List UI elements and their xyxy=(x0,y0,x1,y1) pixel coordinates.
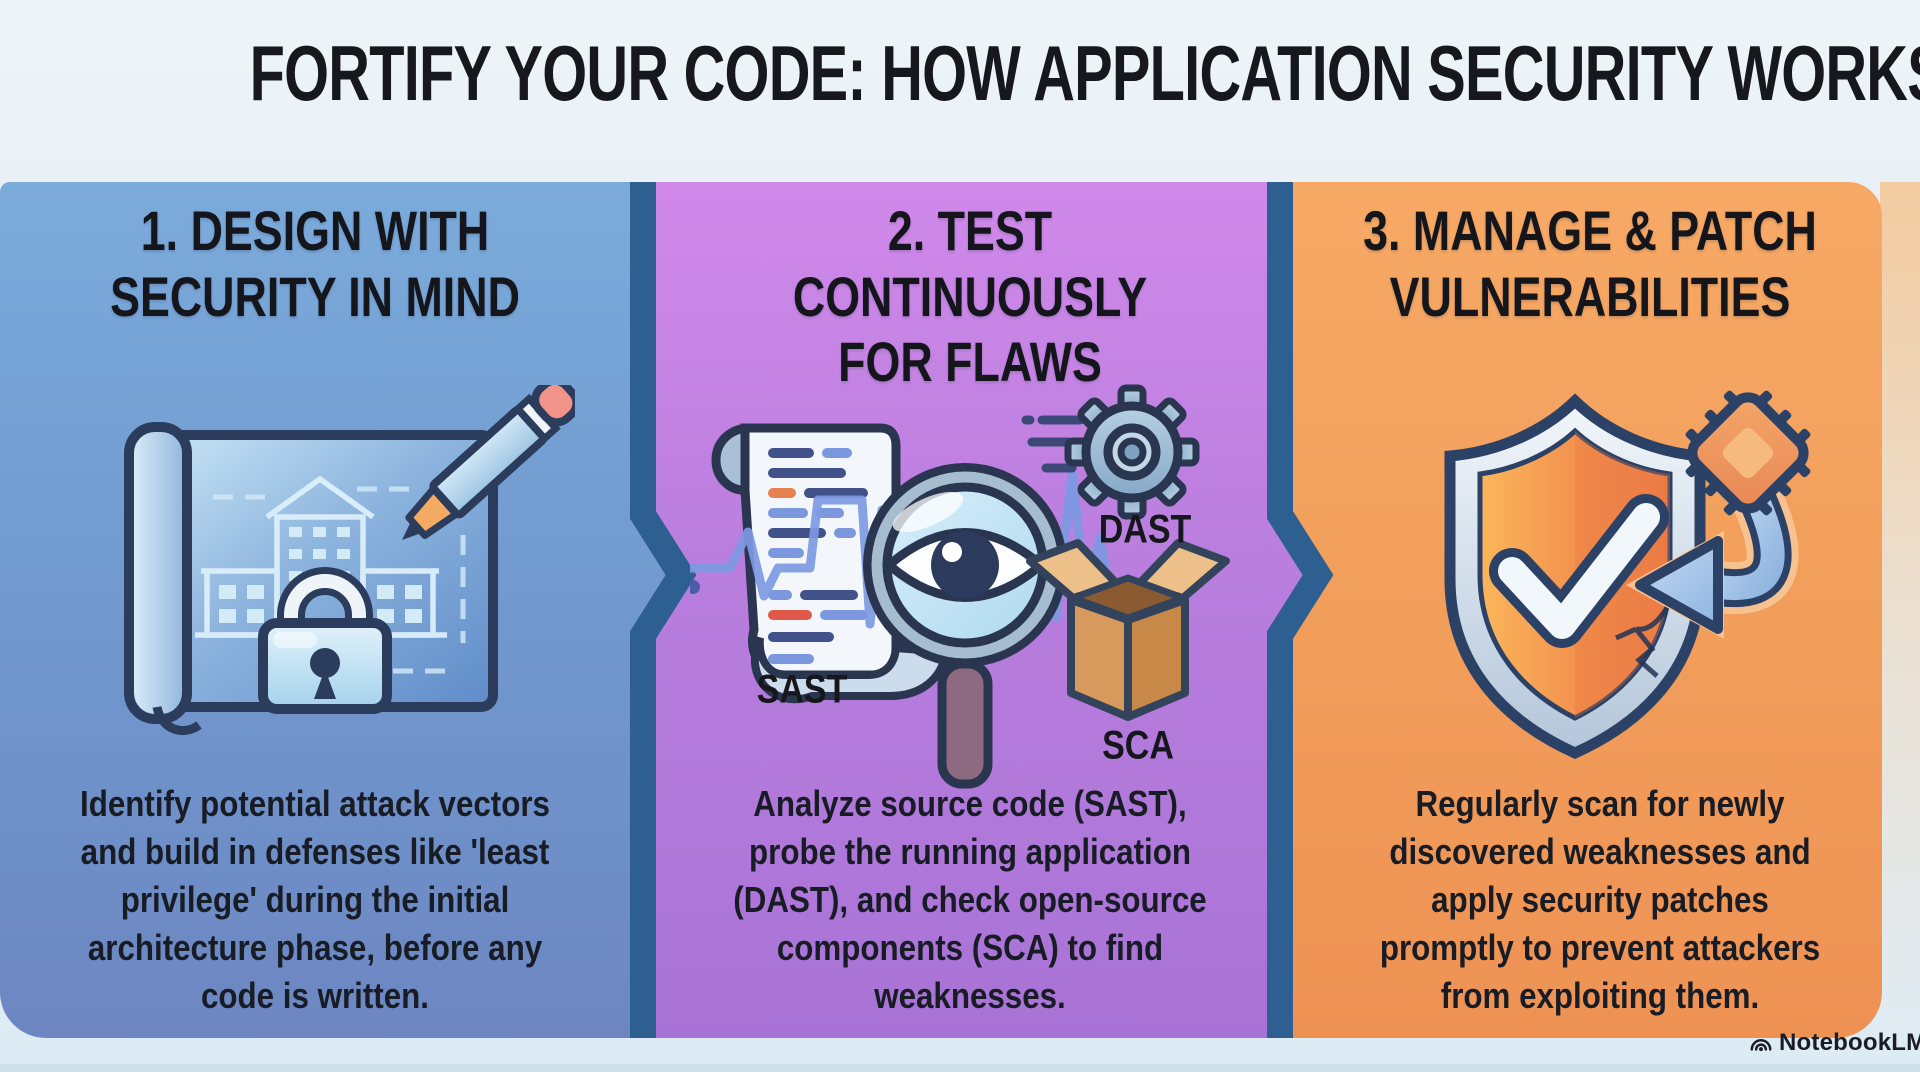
bottom-edge-line xyxy=(0,1064,1920,1072)
panel-2-heading: 2. TEST CONTINUOUSLY FOR FLAWS xyxy=(792,199,1148,394)
open-box-icon xyxy=(1026,539,1230,721)
panel-1-description: Identify potential attack vectors and bu… xyxy=(80,783,550,1016)
panel-2-description: Analyze source code (SAST), probe the ru… xyxy=(733,783,1207,1016)
right-edge-fade xyxy=(1880,182,1920,1038)
label-dast: DAST xyxy=(1099,506,1192,551)
chip-icon xyxy=(1685,390,1811,516)
panel-3-heading: 3. MANAGE & PATCH VULNERABILITIES xyxy=(1363,199,1817,328)
label-sast: SAST xyxy=(757,666,848,711)
panel-3-description: Regularly scan for newly discovered weak… xyxy=(1379,783,1821,1016)
notebooklm-logo-icon xyxy=(1750,1039,1772,1052)
padlock-icon xyxy=(258,567,392,714)
code-scan-magnifier-icon: SAST DAST SCA xyxy=(690,384,1230,789)
pencil-icon xyxy=(402,385,575,540)
notebooklm-watermark: NotebookLM xyxy=(1748,1029,1920,1057)
crack-lines xyxy=(1614,601,1673,678)
gear-icon xyxy=(1021,384,1200,520)
label-sca: SCA xyxy=(1102,722,1174,767)
pulse-dot xyxy=(690,580,700,594)
chevron-divider-2 xyxy=(1240,182,1334,1038)
shield-patch-icon xyxy=(1444,390,1811,760)
patch-arrow-icon xyxy=(1626,490,1799,639)
page-title: FORTIFY YOUR CODE: HOW APPLICATION SECUR… xyxy=(249,29,1920,117)
chevron-divider-1 xyxy=(600,182,697,1038)
blueprint-lock-pencil-icon xyxy=(124,385,575,736)
magnifier-eye-icon xyxy=(863,463,1067,789)
shield-check-icon xyxy=(1444,393,1706,760)
panel-1-heading: 1. DESIGN WITH SECURITY IN MIND xyxy=(110,199,520,328)
watermark-label: NotebookLM xyxy=(1779,1029,1920,1056)
